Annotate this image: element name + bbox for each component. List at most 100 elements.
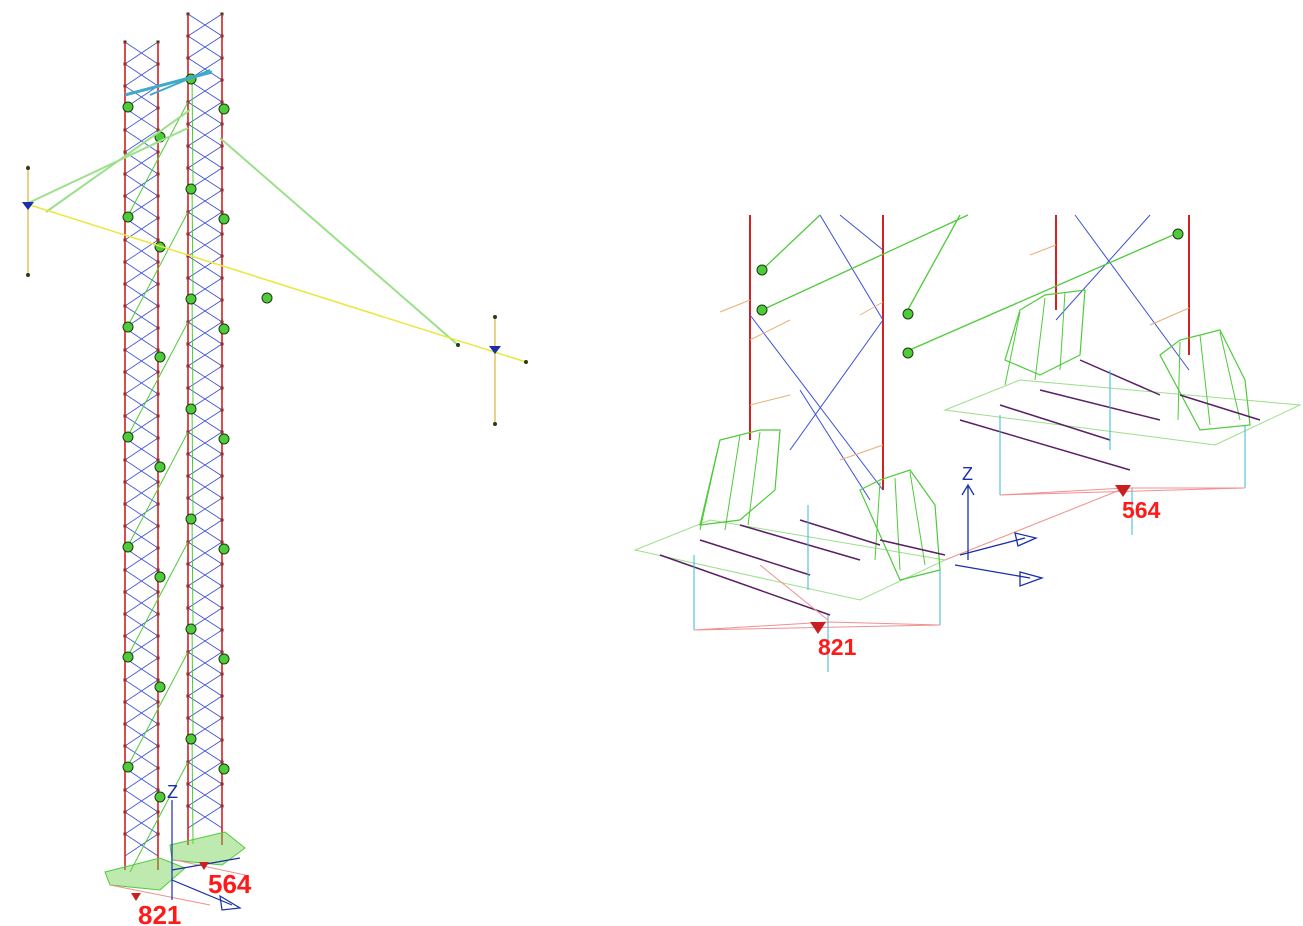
lattice-brace (124, 767, 159, 791)
clamp-icon (122, 431, 134, 443)
lattice-brace (187, 761, 223, 785)
foundation-left (633, 429, 947, 672)
anchor-support-left (22, 166, 34, 277)
clamp-icon (218, 653, 230, 665)
lattice-brace (124, 393, 159, 417)
clamp-icon (218, 433, 230, 445)
node-label-821: 821 (138, 900, 181, 926)
detail-lattice (749, 214, 1190, 501)
lattice-brace (124, 437, 159, 461)
lattice-brace (124, 371, 159, 395)
lattice-brace (124, 283, 159, 307)
clamp-icon (122, 651, 134, 663)
z-axis-label: Z (167, 782, 178, 802)
lattice-brace (124, 173, 159, 197)
lattice-brace (187, 563, 223, 587)
clamp-icon (122, 541, 134, 553)
lattice-brace (187, 145, 223, 169)
lattice-brace (124, 657, 159, 681)
lattice-brace (187, 541, 223, 565)
lattice-brace (124, 107, 159, 131)
green-diagonal (129, 321, 189, 433)
lattice-brace (187, 321, 223, 345)
base-detail-view: Z 821 564 (633, 214, 1302, 672)
green-diagonal (129, 651, 189, 763)
lattice-brace (124, 349, 159, 373)
detail-node-label-564: 564 (1122, 497, 1161, 523)
detail-clamp-icons (756, 228, 1184, 359)
lattice-brace (124, 151, 159, 175)
clamp-icon (185, 293, 197, 305)
lattice-brace (124, 789, 159, 813)
green-diagonal (191, 513, 194, 625)
lattice-brace (187, 123, 223, 147)
lattice-brace (124, 63, 159, 87)
support-marker-icon (131, 862, 209, 901)
lattice-brace (187, 475, 223, 499)
lattice-brace (124, 811, 159, 835)
lattice-brace (124, 547, 159, 571)
clamp-icon (185, 733, 197, 745)
lattice-brace (124, 833, 159, 857)
lattice-brace (124, 679, 159, 703)
tower-chords (124, 14, 223, 870)
clamp-icon (185, 623, 197, 635)
lattice-brace (124, 261, 159, 285)
lattice-brace (124, 481, 159, 505)
clamp-icon (154, 351, 166, 363)
green-diagonal (191, 403, 194, 515)
lattice-brace (124, 503, 159, 527)
lattice-brace (187, 299, 223, 323)
detail-links (719, 244, 1190, 461)
detail-support-marker-icon (810, 485, 1131, 634)
foundation-right (943, 289, 1302, 561)
lattice-brace (124, 701, 159, 725)
lattice-brace (187, 211, 223, 235)
lattice-brace (187, 453, 223, 477)
green-diagonal (129, 541, 189, 653)
lattice-brace (187, 13, 223, 37)
clamp-icon (185, 403, 197, 415)
lattice-brace (187, 101, 223, 125)
detail-cables (761, 214, 1181, 353)
lattice-brace (187, 805, 223, 829)
tower-lattice-bracing (123, 12, 224, 857)
tower-base-platform (104, 831, 246, 906)
cable-clamp-icon (261, 292, 273, 304)
detail-z-axis-label: Z (962, 464, 973, 484)
lattice-brace (187, 79, 223, 103)
green-diagonal (191, 293, 194, 405)
global-axis-triad: Z (167, 782, 242, 911)
green-diagonal (129, 101, 189, 213)
lattice-brace (187, 695, 223, 719)
lattice-brace (124, 569, 159, 593)
lattice-brace (187, 519, 223, 543)
clamp-icon (218, 323, 230, 335)
detail-node-label-821: 821 (818, 634, 857, 660)
lattice-brace (124, 613, 159, 637)
lattice-brace (187, 673, 223, 697)
stay-cables (23, 69, 527, 425)
anchor-support-right (456, 315, 528, 426)
clamp-icon (154, 791, 166, 803)
lattice-brace (187, 739, 223, 763)
green-diagonal (129, 431, 189, 543)
lattice-brace (124, 591, 159, 615)
lattice-brace (187, 343, 223, 367)
lattice-brace (187, 431, 223, 455)
lattice-brace (187, 409, 223, 433)
lattice-brace (187, 783, 223, 807)
clamp-icon (154, 681, 166, 693)
clamp-icon (122, 101, 134, 113)
node-label-564: 564 (208, 869, 252, 899)
green-diagonal (129, 211, 189, 323)
lattice-brace (187, 255, 223, 279)
lattice-brace (187, 585, 223, 609)
clamp-icon (218, 213, 230, 225)
lattice-brace (187, 365, 223, 389)
green-diagonal (191, 733, 194, 845)
lattice-brace (124, 41, 159, 65)
clamp-icon (218, 763, 230, 775)
